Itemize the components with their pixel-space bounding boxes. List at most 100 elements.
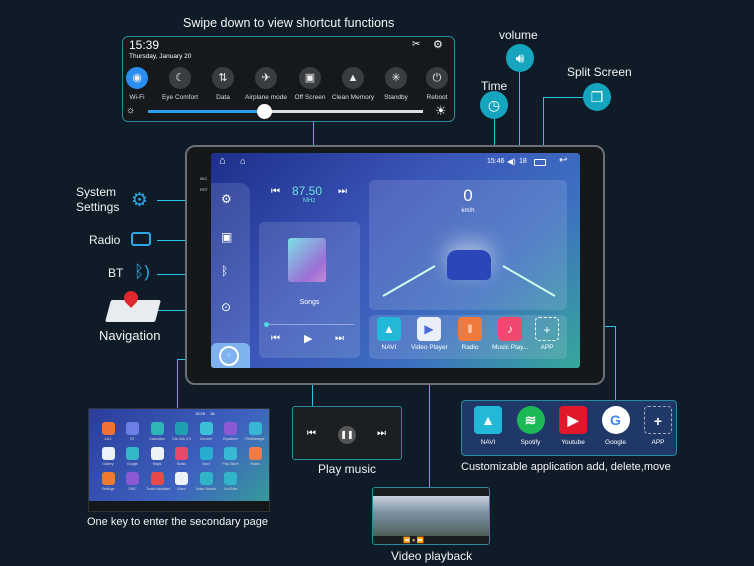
secondary-app[interactable]: Gallery [97, 447, 119, 466]
secondary-app[interactable]: Music [171, 447, 193, 466]
app-label: YouTube [223, 487, 238, 491]
song-progress-knob[interactable] [264, 322, 269, 327]
app-label: Music [176, 462, 187, 466]
shortcut-standby[interactable]: ✳Standby [373, 67, 419, 101]
radio-icon[interactable]: ▣ [221, 230, 233, 244]
secondary-app[interactable]: Touch Assistant [146, 472, 170, 491]
navi-icon: ▲ [377, 317, 401, 341]
app-video-player[interactable]: ▶Video Player [411, 317, 448, 351]
rst-button[interactable]: RST [200, 187, 208, 192]
secondary-app[interactable]: Settings [97, 472, 119, 491]
location-icon[interactable]: ⊙ [221, 300, 232, 314]
app-label: Maps [152, 462, 162, 466]
radio-prev-button[interactable]: ⏮ [271, 186, 280, 197]
app-add[interactable]: +APP [529, 317, 565, 351]
custom-app-app[interactable]: +APP [640, 406, 676, 446]
video-player-preview[interactable]: ⏪ ⏸ ⏩ [372, 487, 490, 545]
secondary-app[interactable]: Maps [146, 447, 168, 466]
app-icon [199, 447, 213, 460]
shortcut-time: 15:39 [129, 38, 160, 52]
brightness-low-icon: ☼ [126, 105, 136, 116]
time-caption: Time [481, 79, 508, 93]
custom-app-navi[interactable]: ▲ NAVI [470, 406, 506, 446]
brightness-slider[interactable] [148, 104, 423, 119]
video-controls[interactable]: ⏪ ⏸ ⏩ [403, 538, 425, 544]
prev-button[interactable]: ⏮ [271, 333, 280, 344]
secondary-app[interactable]: Car Link 2.0 [171, 422, 193, 441]
moon-icon: ☾ [169, 67, 191, 89]
secondary-app[interactable]: AUX [97, 422, 119, 441]
radio-next-button[interactable]: ⏭ [338, 186, 347, 197]
app-icon [101, 422, 115, 435]
gear-icon[interactable]: ⚙ [433, 39, 443, 51]
app-label: Chrome [199, 437, 213, 441]
shortcut-label: Standby [384, 94, 408, 101]
secondary-app[interactable]: Voice Search [195, 472, 217, 491]
secondary-app[interactable]: Google [122, 447, 144, 466]
shortcut-off-screen[interactable]: ▣Off Screen [287, 67, 333, 101]
bt-caption: BT [108, 266, 124, 280]
secondary-app[interactable]: FileManager [244, 422, 266, 441]
radio-icon [131, 232, 151, 246]
shortcut-label: Off Screen [294, 94, 326, 101]
play-button[interactable]: ▶ [304, 333, 313, 345]
app-label: NAVI [381, 344, 397, 351]
app-label: Video Player [411, 344, 448, 351]
split-screen-button[interactable] [534, 159, 546, 166]
shortcut-airplane[interactable]: ✈Airplane mode [243, 67, 289, 101]
app-icon [175, 472, 188, 485]
shortcut-clean-memory[interactable]: ▲Clean Memory [330, 67, 376, 101]
secondary-app[interactable]: Navi [195, 447, 217, 466]
scissors-icon[interactable]: ✂ [412, 39, 421, 50]
home-icon[interactable]: ⌂ [219, 155, 226, 167]
secondary-app[interactable]: Video [171, 472, 193, 491]
custom-app-youtube[interactable]: ▶Youtube [555, 406, 591, 446]
app-icon [101, 447, 115, 460]
secondary-app[interactable]: BT [122, 422, 144, 441]
secondary-app[interactable]: Radio [244, 447, 266, 466]
app-icon: ▲ [474, 406, 502, 434]
bluetooth-icon[interactable]: ᛒ [221, 264, 229, 278]
shortcut-label: Data [216, 94, 230, 101]
secondary-app[interactable]: Calculator [146, 422, 168, 441]
bluetooth-icon: ᛒ) [134, 262, 150, 281]
secondary-app[interactable]: SWC [122, 472, 144, 491]
brightness-knob[interactable] [256, 104, 272, 119]
shortcut-data[interactable]: ⇅Data [200, 67, 246, 101]
settings-icon[interactable]: ⚙ [221, 192, 232, 206]
secondary-app[interactable]: Equalizer [220, 422, 242, 441]
secondary-app[interactable]: Chrome [195, 422, 217, 441]
secondary-app[interactable]: Play Store [220, 447, 242, 466]
secondary-caption: One key to enter the secondary page [87, 516, 269, 528]
app-radio[interactable]: ‖Radio [452, 317, 488, 351]
next-button[interactable]: ⏭ [335, 333, 344, 344]
back-icon[interactable]: ↩ [559, 155, 568, 166]
custom-app-spotify[interactable]: ≋Spotify [513, 406, 549, 446]
secondary-volume: 18 [210, 411, 215, 416]
secondary-app[interactable]: YouTube [220, 472, 242, 491]
volume-status-icon[interactable]: ◀) [507, 157, 516, 166]
app-icon [248, 447, 262, 460]
app-label: NAVI [480, 439, 496, 446]
music-card: Songs ⏮ ▶ ⏭ [259, 222, 360, 358]
shortcut-wifi[interactable]: ◉Wi-Fi [114, 67, 160, 101]
app-navi[interactable]: ▲ NAVI [371, 317, 407, 351]
song-progress[interactable] [266, 324, 354, 325]
shortcut-eye-comfort[interactable]: ☾Eye Comfort [157, 67, 203, 101]
app-label: Car Link 2.0 [172, 437, 191, 441]
shortcut-reboot[interactable]: ⏻Reboot [414, 67, 460, 101]
pause-button[interactable]: ❚❚ [338, 426, 356, 444]
shortcut-label: Airplane mode [245, 94, 287, 101]
radio-unit: MHz [303, 198, 316, 204]
house-app-icon[interactable]: ⌂ [240, 156, 246, 166]
connector [494, 119, 495, 162]
apps-grid-button[interactable]: ⁘ [219, 346, 239, 366]
shortcut-date: Thursday, January 20 [129, 53, 192, 60]
prev-button[interactable]: ⏮ [307, 428, 316, 439]
radio-app-icon: ‖ [458, 317, 482, 341]
connector [519, 72, 520, 162]
app-music-player[interactable]: ♪Music Play... [492, 317, 528, 351]
next-button[interactable]: ⏭ [377, 428, 386, 439]
